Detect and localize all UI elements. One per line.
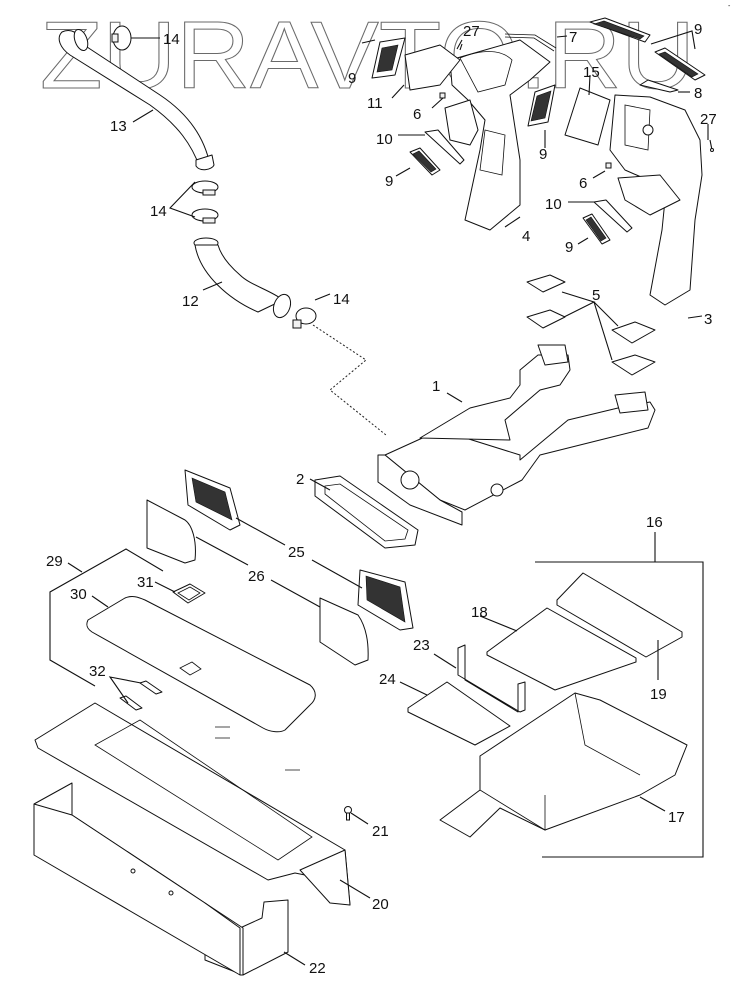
label-6-right: 6 [579, 175, 587, 192]
label-2: 2 [296, 471, 304, 488]
part-4-outlet-housing[interactable] [444, 99, 479, 146]
part-20-base-tray[interactable] [34, 702, 351, 906]
label-9-d: 9 [694, 21, 702, 38]
label-8: 8 [694, 85, 702, 102]
label-11: 11 [367, 95, 383, 112]
label-9-e: 9 [565, 239, 573, 256]
part-23-channel[interactable] [457, 644, 526, 713]
part-15-flap[interactable] [564, 87, 611, 146]
part-32-slot-2[interactable] [119, 695, 143, 711]
part-14-clamp-middle-upper[interactable] [191, 180, 219, 196]
callout-labels: 14 13 14 12 14 9 11 27 6 10 9 4 9 7 15 9… [46, 21, 717, 977]
part-24-pad[interactable] [407, 681, 511, 746]
part-3-air-duct-right[interactable] [609, 94, 703, 306]
part-32-slot-1[interactable] [139, 680, 163, 695]
connection-dashed-line [312, 324, 387, 436]
label-14-low: 14 [333, 291, 350, 308]
part-2-frame-gasket[interactable] [314, 475, 419, 549]
label-7: 7 [569, 29, 577, 46]
label-13: 13 [110, 118, 127, 135]
part-27-pin-right[interactable] [709, 139, 714, 152]
part-5-gasket-3[interactable] [611, 321, 656, 344]
part-14-clamp-middle-lower[interactable] [191, 208, 219, 224]
label-9-a: 9 [348, 70, 356, 87]
part-9-grille-f[interactable] [582, 213, 611, 245]
part-25-vent-grille-upper[interactable] [184, 469, 241, 531]
part-14-clamp-top[interactable] [111, 25, 132, 51]
part-10-gasket-left[interactable] [424, 129, 465, 165]
label-5: 5 [592, 287, 600, 304]
part-9-grille-b[interactable] [409, 147, 441, 176]
leader-lines [67, 30, 709, 966]
part-10-gasket-right[interactable] [593, 199, 633, 233]
part-18-panel[interactable] [486, 607, 637, 691]
label-18: 18 [471, 604, 488, 621]
label-20: 20 [372, 896, 389, 913]
label-19: 19 [650, 686, 667, 703]
part-5-gasket-2[interactable] [526, 309, 566, 329]
part-5-gasket-4[interactable] [611, 354, 656, 376]
part-7-rod[interactable] [504, 33, 557, 52]
label-30: 30 [70, 586, 87, 603]
part-31-clip[interactable] [172, 583, 206, 604]
part-12-lower-hose[interactable] [193, 237, 294, 320]
label-21: 21 [372, 823, 389, 840]
label-9-b: 9 [385, 173, 393, 190]
label-29: 29 [46, 553, 63, 570]
part-1-distribution-duct[interactable] [377, 344, 656, 526]
part-6-nut-right[interactable] [605, 162, 612, 169]
label-32: 32 [89, 663, 106, 680]
label-14-mid: 14 [150, 203, 167, 220]
label-23: 23 [413, 637, 430, 654]
label-17: 17 [668, 809, 685, 826]
part-27-pin-top[interactable] [459, 43, 463, 51]
part-25-vent-grille-lower[interactable] [357, 569, 414, 631]
label-27-right: 27 [700, 111, 717, 128]
label-6-left: 6 [413, 106, 421, 123]
part-30-cover-panel[interactable] [86, 596, 316, 733]
label-10-right: 10 [545, 196, 562, 213]
label-4: 4 [522, 228, 530, 245]
part-9-grille-d[interactable] [589, 17, 651, 43]
part-29-kit-bracket[interactable] [49, 548, 164, 687]
label-27-top: 27 [463, 23, 480, 40]
label-12: 12 [182, 293, 199, 310]
part-11-bracket[interactable] [404, 44, 461, 91]
part-16-kit-bracket[interactable] [535, 532, 704, 858]
label-26: 26 [248, 568, 265, 585]
part-21-bolt[interactable] [344, 806, 352, 821]
label-10-left: 10 [376, 131, 393, 148]
part-19-panel[interactable] [556, 572, 683, 658]
part-6-nut-left[interactable] [439, 92, 446, 99]
part-13-upper-hose[interactable] [58, 28, 215, 171]
part-9-grille-e[interactable] [654, 47, 706, 81]
part-9-grille-c[interactable] [527, 84, 556, 127]
label-25: 25 [288, 544, 305, 561]
label-9-c: 9 [539, 146, 547, 163]
label-14-top: 14 [163, 31, 180, 48]
part-5-gasket-1[interactable] [526, 274, 566, 293]
part-26-block-upper[interactable] [146, 499, 196, 564]
part-9-grille-a[interactable] [371, 37, 406, 79]
label-3: 3 [704, 311, 712, 328]
corner-mark: - [728, 3, 731, 10]
part-26-block-lower[interactable] [319, 597, 369, 666]
part-17-tray[interactable] [439, 692, 688, 838]
part-14-clamp-lower[interactable] [292, 307, 317, 329]
label-1: 1 [432, 378, 440, 395]
label-24: 24 [379, 671, 396, 688]
label-22: 22 [309, 960, 326, 977]
part-22-lower-box[interactable] [33, 782, 289, 976]
label-31: 31 [137, 574, 154, 591]
label-15: 15 [583, 64, 600, 81]
part-8-strip[interactable] [639, 79, 679, 93]
label-16: 16 [646, 514, 663, 531]
